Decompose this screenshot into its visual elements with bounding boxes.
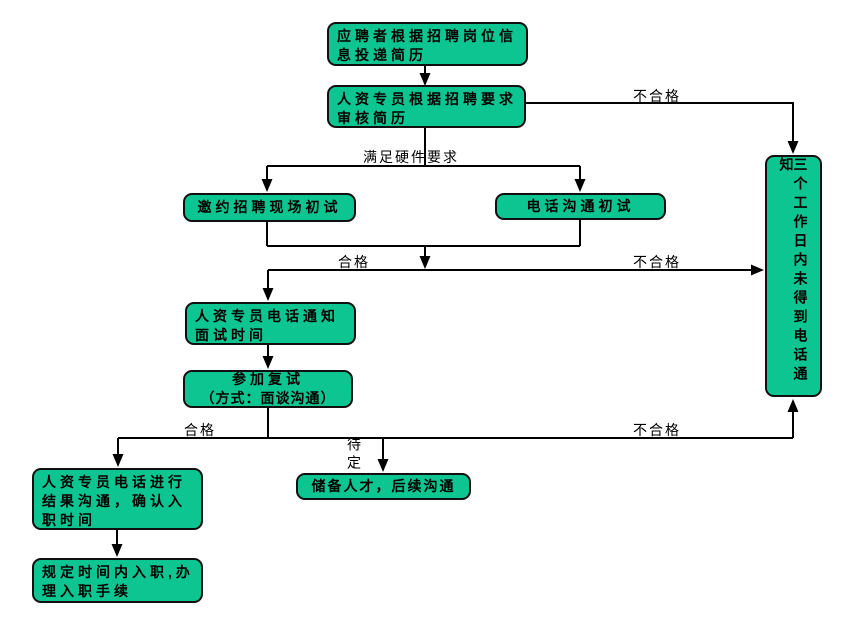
node-no-notice-label: 三个工作日内未得到电话通知 bbox=[778, 157, 809, 385]
second-interview-line2: （方式：面谈沟通） bbox=[200, 390, 336, 406]
node-result-confirm-label: 人资专员电话进行结果沟通，确认入职时间 bbox=[42, 474, 186, 528]
label-meets-requirements: 满足硬件要求 bbox=[363, 149, 459, 165]
label-pass-bottom: 合格 bbox=[184, 422, 216, 438]
node-notify-time-label: 人资专员电话通知面试时间 bbox=[195, 308, 339, 343]
node-review-label: 人资专员根据招聘要求审核简历 bbox=[337, 91, 517, 126]
node-talent-pool-label: 储备人才，后续沟通 bbox=[311, 478, 456, 494]
label-fail-bottom: 不合格 bbox=[633, 422, 681, 438]
label-pending: 待定 bbox=[346, 437, 362, 473]
node-talent-pool: 储备人才，后续沟通 bbox=[296, 473, 471, 500]
node-onsite-interview: 邀约招聘现场初试 bbox=[183, 193, 356, 222]
node-apply-label: 应聘者根据招聘岗位信息投递简历 bbox=[337, 28, 517, 63]
node-notify-time: 人资专员电话通知面试时间 bbox=[185, 302, 356, 345]
node-phone-interview-label: 电话沟通初试 bbox=[526, 198, 635, 214]
node-onboard: 规定时间内入职,办理入职手续 bbox=[32, 558, 203, 603]
node-phone-interview: 电话沟通初试 bbox=[495, 193, 666, 220]
node-apply: 应聘者根据招聘岗位信息投递简历 bbox=[327, 22, 528, 66]
node-second-interview: 参加复试 （方式：面谈沟通） bbox=[183, 370, 353, 408]
edge-review-fail bbox=[525, 102, 799, 154]
label-fail-top: 不合格 bbox=[633, 88, 681, 104]
node-result-confirm: 人资专员电话进行结果沟通，确认入职时间 bbox=[32, 468, 203, 530]
node-second-interview-label: 参加复试 （方式：面谈沟通） bbox=[201, 370, 336, 408]
label-pass-mid: 合格 bbox=[338, 254, 370, 270]
node-onsite-interview-label: 邀约招聘现场初试 bbox=[197, 199, 342, 215]
node-review: 人资专员根据招聘要求审核简历 bbox=[327, 85, 526, 128]
node-onboard-label: 规定时间内入职,办理入职手续 bbox=[42, 564, 194, 599]
node-no-notice: 三个工作日内未得到电话通知 bbox=[765, 155, 822, 397]
label-fail-mid: 不合格 bbox=[633, 254, 681, 270]
second-interview-line1: 参加复试 bbox=[232, 371, 304, 387]
